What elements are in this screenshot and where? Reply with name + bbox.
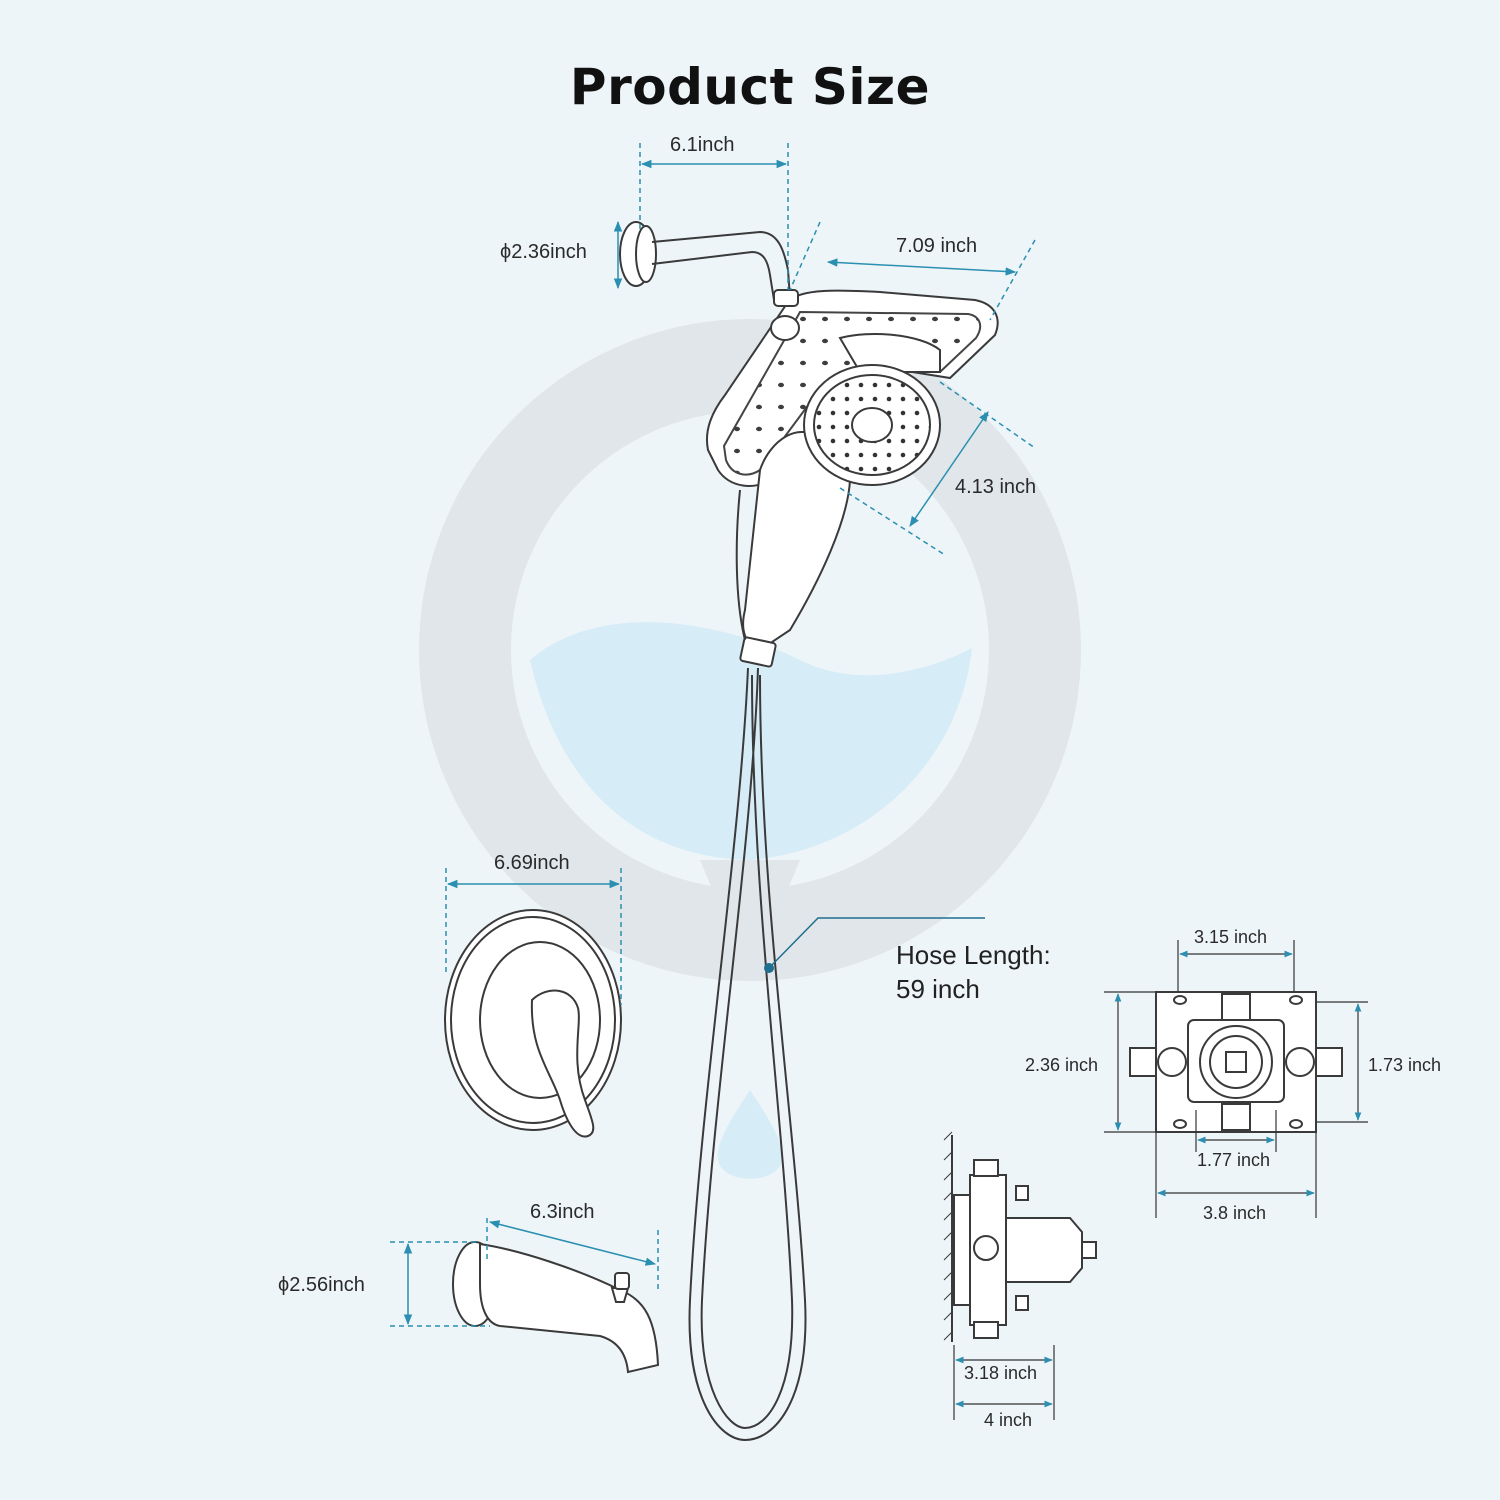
tub-spout-icon: [452, 1241, 660, 1374]
tub-spout-diameter-label: ϕ2.56inch: [278, 1274, 365, 1296]
tub-spout-length-label: 6.3inch: [530, 1201, 595, 1223]
shower-arm-length-label: 6.1inch: [670, 134, 735, 156]
valve-front-icon: [1129, 991, 1343, 1133]
lever-handle-icon: [530, 989, 595, 1138]
valve-depth-min-label: 3.18 inch: [964, 1363, 1038, 1383]
hose-length-title: Hose Length:: [896, 940, 1051, 970]
shower-arm-icon: [619, 221, 791, 301]
valve-right-height-label: 1.73 inch: [1368, 1055, 1442, 1075]
valve-left-height-label: 2.36 inch: [1025, 1055, 1099, 1075]
hose-callout: [764, 917, 985, 973]
hose-length-value: 59 inch: [896, 974, 980, 1004]
valve-dimension-lines: [953, 940, 1368, 1420]
valve-total-width-label: 3.8 inch: [1203, 1203, 1267, 1223]
hose-icon: [688, 489, 807, 1442]
handheld-diameter-label: 4.13 inch: [955, 476, 1037, 498]
dimension-lines: [390, 143, 1036, 1327]
trim-plate-width-label: 6.69inch: [494, 852, 570, 874]
valve-depth-max-label: 4 inch: [984, 1410, 1033, 1430]
handheld-shower-icon: [739, 364, 941, 668]
valve-side-icon: [943, 1131, 1097, 1342]
valve-inner-spacing-label: 1.77 inch: [1197, 1150, 1271, 1170]
hose-length-label: Hose Length: 59 inch: [896, 938, 1051, 1006]
page-title: Product Size: [569, 58, 931, 116]
valve-top-spacing-label: 3.15 inch: [1194, 927, 1268, 947]
flange-diameter-label: ϕ2.36inch: [500, 241, 587, 263]
shower-head-width-label: 7.09 inch: [896, 235, 978, 257]
